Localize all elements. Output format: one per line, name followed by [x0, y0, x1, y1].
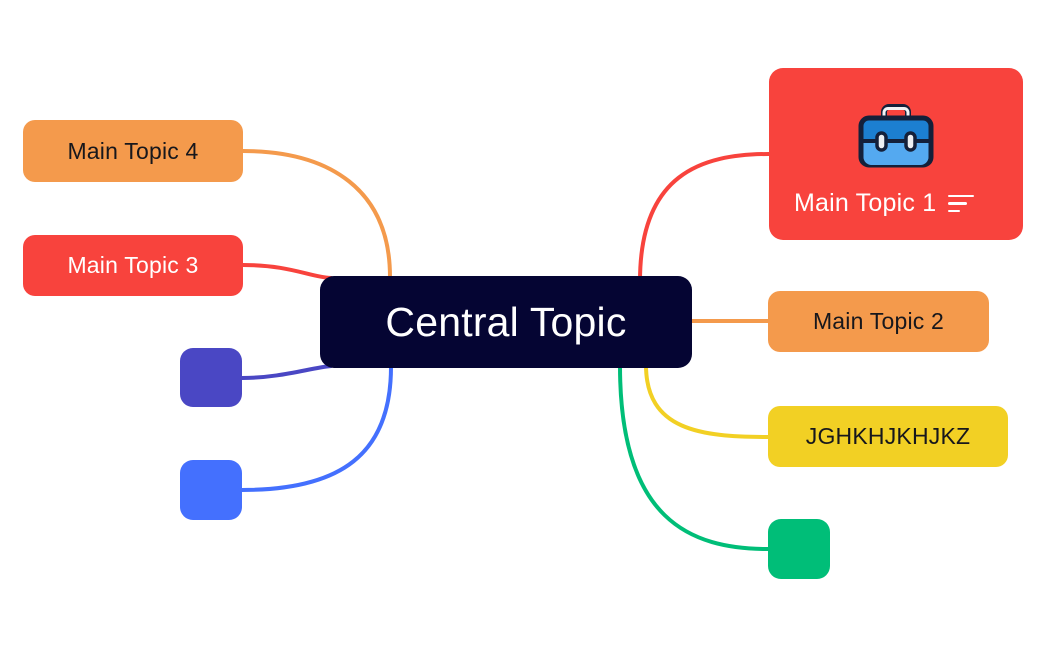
node-swatch-blue[interactable]	[180, 460, 242, 520]
edge-jghkhjkhjkz	[644, 363, 770, 439]
central-topic-label: Central Topic	[385, 298, 627, 345]
node-main-topic-3-label: Main Topic 3	[67, 252, 199, 278]
briefcase-icon	[858, 103, 934, 167]
edge-swatch-indigo	[240, 364, 333, 380]
node-swatch-green[interactable]	[768, 519, 830, 579]
node-main-topic-2-label: Main Topic 2	[812, 308, 945, 334]
card-footer: Main Topic 1	[769, 189, 1023, 240]
edge-main-topic-4	[241, 149, 392, 279]
node-main-topic-2[interactable]: Main Topic 2	[768, 291, 989, 352]
node-main-topic-1[interactable]: Main Topic 1	[769, 68, 1023, 240]
edge-swatch-blue	[240, 365, 393, 492]
node-jghkhjkhjkz[interactable]: JGHKHJKHJKZ	[768, 406, 1008, 467]
central-topic-node[interactable]: Central Topic	[320, 276, 692, 368]
node-main-topic-4-label: Main Topic 4	[67, 137, 199, 164]
node-jghkhjkhjkz-label: JGHKHJKHJKZ	[805, 423, 971, 449]
notes-icon[interactable]	[948, 194, 975, 213]
edge-swatch-green	[618, 364, 770, 551]
card-icon-area	[769, 68, 1023, 189]
node-main-topic-3[interactable]: Main Topic 3	[23, 235, 243, 296]
edge-main-topic-3	[241, 263, 333, 280]
node-swatch-indigo[interactable]	[180, 348, 242, 407]
node-main-topic-4[interactable]: Main Topic 4	[23, 120, 243, 182]
node-main-topic-1-label: Main Topic 1	[794, 189, 937, 217]
edge-main-topic-1	[638, 152, 771, 283]
